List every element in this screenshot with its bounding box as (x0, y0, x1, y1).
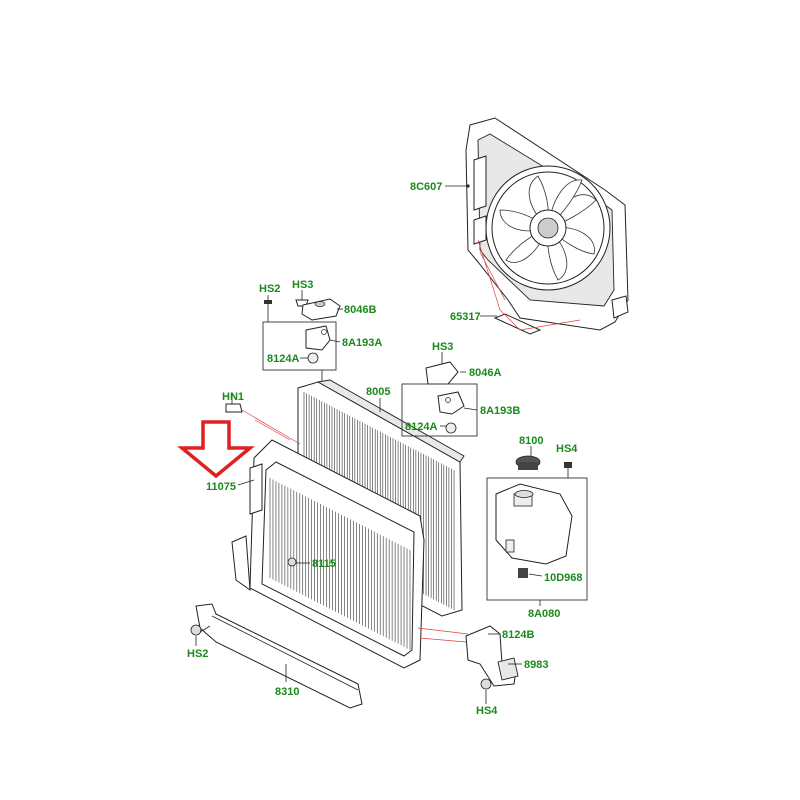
label-8c607: 8C607 (410, 181, 442, 193)
label-hs3-right: HS3 (432, 341, 453, 353)
hn1-clip (225, 394, 301, 445)
label-10d968: 10D968 (544, 572, 583, 584)
label-8124a-left: 8124A (267, 353, 299, 365)
label-8046b: 8046B (344, 304, 376, 316)
label-hs4-top: HS4 (556, 443, 578, 455)
fan-shroud (445, 117, 629, 331)
highlight-arrow (177, 420, 255, 479)
label-8983: 8983 (524, 659, 548, 671)
label-hs2-top: HS2 (259, 283, 280, 295)
label-8a080: 8A080 (528, 608, 560, 620)
label-8124a-right: 8124A (405, 421, 437, 433)
label-8100: 8100 (519, 435, 543, 447)
label-11075: 11075 (206, 481, 236, 493)
coolant-reservoir (486, 446, 588, 606)
label-hs3-left: HS3 (292, 279, 313, 291)
label-hs2-bottom: HS2 (187, 648, 208, 660)
label-65317: 65317 (450, 311, 481, 323)
label-8124b: 8124B (502, 629, 534, 641)
fan-seal (477, 239, 581, 335)
label-hn1: HN1 (222, 391, 244, 403)
label-8046a: 8046A (469, 367, 501, 379)
label-8a193b: 8A193B (480, 405, 520, 417)
label-8310: 8310 (275, 686, 299, 698)
lower-brackets (417, 625, 522, 704)
condenser (231, 439, 425, 669)
part-labels: 8C607 65317 HS2 HS3 8046B 8A193A 8124A H… (187, 181, 583, 717)
label-8005: 8005 (366, 386, 390, 398)
label-hs4-bottom: HS4 (476, 705, 498, 717)
right-mount-group (401, 352, 478, 437)
left-mount-group (262, 290, 343, 385)
label-8a193a: 8A193A (342, 337, 382, 349)
label-8115: 8115 (312, 558, 336, 570)
air-deflector (190, 603, 363, 709)
